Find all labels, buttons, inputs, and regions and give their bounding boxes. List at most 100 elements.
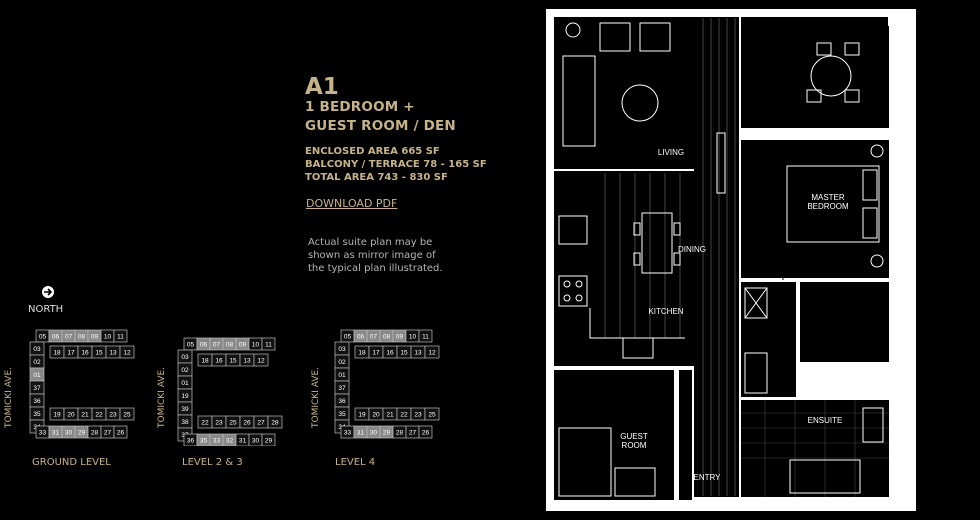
unit-label-cell [261,433,276,446]
unit-label: 02 [181,367,189,374]
unit-label: 21 [386,412,394,419]
unit-label: 31 [52,430,60,437]
unit-label: 03 [338,346,346,353]
unit-label-cell [119,407,135,421]
unit-label: 05 [39,334,47,341]
unit-label: 29 [383,430,391,437]
enclosed-area: ENCLOSED AREA 665 SF [305,146,440,157]
unit-label: 17 [67,350,75,357]
unit-label: 16 [81,350,89,357]
unit-label: 35 [33,411,41,418]
label-bedroom: BEDROOM [807,202,849,211]
unit-label: 28 [91,430,99,437]
unit-label: 10 [409,334,417,341]
unit-label: 06 [200,342,208,349]
keyplan-level-2-3[interactable]: 0506070809101118161513120302011939383722… [176,336,296,446]
unit-label: 05 [344,334,352,341]
unit-label: 36 [338,398,346,405]
keyplan-level-4[interactable]: 0506070809101118171615131203020137363534… [333,328,453,446]
label-ensuite: ENSUITE [808,416,843,425]
level-label-4[interactable]: LEVEL 4 [335,457,376,468]
unit-label: 20 [67,412,75,419]
bathtub [789,459,861,494]
unit-label: 13 [243,358,251,365]
unit-label: 03 [33,346,41,353]
unit-label-cell [119,345,135,359]
unit-label-cell [418,425,433,439]
unit-label: 06 [52,334,60,341]
unit-label: 17 [372,350,380,357]
note-line: Actual suite plan may be [308,237,433,248]
unit-label: 28 [396,430,404,437]
floor-plan: LIVING BALCONY MASTER BEDROOM DINING KIT… [545,8,917,512]
unit-label: 15 [229,358,237,365]
unit-label: 39 [181,406,189,413]
dining-table [641,212,673,274]
unit-label-cell [418,329,433,343]
unit-label: 38 [181,419,189,426]
unit-label: 31 [239,438,247,445]
label-master: MASTER [811,193,845,202]
unit-label: 33 [39,430,47,437]
unit-label: 27 [257,420,265,427]
unit-label: 30 [252,438,260,445]
unit-label: 29 [265,438,273,445]
unit-label-cell [113,425,128,439]
unit-label: 11 [422,334,429,341]
level-label-2-3[interactable]: LEVEL 2 & 3 [182,457,243,468]
unit-label: 20 [372,412,380,419]
unit-label: 12 [123,350,131,357]
corridor-floor [694,17,739,497]
download-pdf-link[interactable]: DOWNLOAD PDF [306,197,398,210]
label-entry: ENTRY [694,473,722,482]
unit-label: 13 [109,350,117,357]
unit-label: 02 [338,359,346,366]
unit-label: 18 [53,350,61,357]
unit-label: 26 [243,420,251,427]
unit-label: 23 [414,412,422,419]
bed [786,165,880,243]
note-line: shown as mirror image of [308,250,436,261]
unit-label: 36 [187,438,195,445]
plan-corner-mark [888,12,902,26]
unit-label: 29 [78,430,86,437]
unit-label: 19 [181,393,189,400]
unit-label: 10 [104,334,112,341]
master-bedroom-area [741,140,889,278]
label-guest: GUEST [620,432,648,441]
unit-label: 19 [53,412,61,419]
unit-label-cell [424,407,440,421]
unit-label: 16 [386,350,394,357]
unit-label: 07 [65,334,73,341]
keyplan-ground-level[interactable]: 0506070809101118171615131203020137363534… [28,328,148,446]
unit-label: 18 [201,358,209,365]
unit-label: 30 [65,430,73,437]
unit-label: 02 [33,359,41,366]
coffee-table [621,84,659,122]
unit-label: 09 [396,334,404,341]
label-living: LIVING [658,148,684,157]
unit-label: 07 [213,342,221,349]
guest-room-area [554,370,674,500]
unit-label: 09 [239,342,247,349]
unit-label: 18 [358,350,366,357]
unit-label: 08 [226,342,234,349]
unit-label: 11 [265,342,272,349]
unit-label: 35 [338,411,346,418]
unit-label: 27 [104,430,112,437]
level-label-ground[interactable]: GROUND LEVEL [32,457,111,468]
label-balcony: BALCONY [793,114,832,123]
label-room: ROOM [622,441,647,450]
guest-closet-area [679,370,692,500]
unit-label: 01 [338,372,346,379]
unit-label: 37 [33,385,41,392]
unit-label: 36 [33,398,41,405]
label-kitchen: KITCHEN [648,307,683,316]
sofa [562,55,596,147]
living-area [554,17,694,169]
balcony-area [741,17,889,128]
cooktop [558,275,588,307]
unit-label: 33 [344,430,352,437]
unit-label-cell [261,337,276,351]
unit-label-cell [113,329,128,343]
